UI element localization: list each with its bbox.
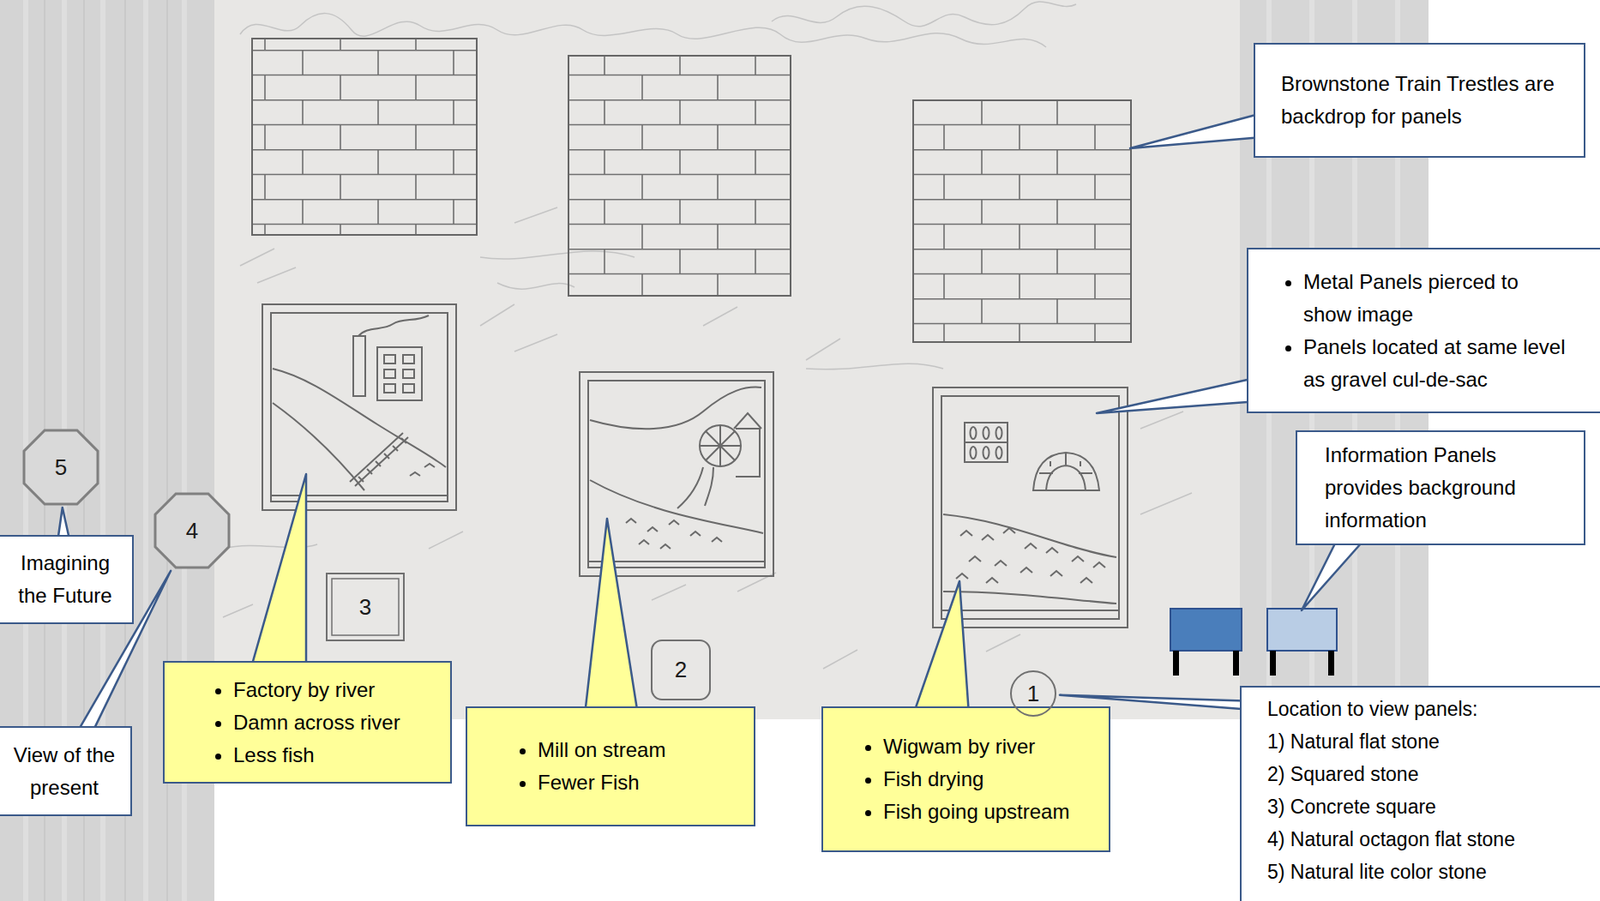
octagon-shape (24, 430, 98, 505)
note-callout: Factory by riverDamn across riverLess fi… (162, 661, 452, 784)
pencil-circle (1010, 671, 1056, 716)
bullet-list: Mill on streamFewer Fish (467, 733, 747, 800)
list-item: 5) Natural lite color stone (1267, 855, 1594, 889)
callout-box: Information Panels provides background i… (1295, 430, 1586, 546)
callout-number: 5 (54, 454, 67, 482)
callout-number: 2 (674, 656, 687, 684)
bullet-item: Less fish (233, 739, 444, 772)
bullet-text: Wigwam by river (883, 730, 1102, 764)
pencil-square (331, 578, 399, 636)
bullet-text: Metal Panels pierced to show image (1303, 265, 1568, 331)
bullet-item: Fish drying (883, 763, 1102, 796)
location-marker: 1 (1008, 668, 1059, 719)
pencil-square (651, 640, 710, 700)
callout-box: Imagining the Future (0, 535, 134, 625)
location-marker: 3 (324, 571, 407, 644)
callout-number: 1 (1027, 680, 1040, 708)
callout-heading: Location to view panels: (1267, 692, 1594, 726)
location-marker: 2 (649, 637, 713, 703)
callout-box: Metal Panels pierced to show imagePanels… (1246, 247, 1600, 414)
callout-text: Brownstone Train Trestles are backdrop f… (1281, 67, 1576, 133)
bullet-list: Wigwam by riverFish dryingFish going ups… (823, 730, 1102, 829)
bullet-item: Panels located at same level as gravel c… (1303, 330, 1568, 397)
pencil-square (326, 573, 404, 641)
callout-number: 4 (153, 492, 231, 570)
bullet-text: Factory by river (233, 673, 444, 707)
legend-box: Location to view panels:1) Natural flat … (1239, 685, 1600, 901)
callout-number: 3 (359, 594, 372, 621)
list-item: 1) Natural flat stone (1267, 725, 1594, 758)
bullet-item: Fewer Fish (537, 766, 747, 800)
bullet-item: Damn across river (233, 706, 444, 740)
list-item: 4) Natural octagon flat stone (1267, 823, 1594, 856)
bullet-list: Factory by riverDamn across riverLess fi… (164, 673, 444, 772)
bullet-text: Less fish (233, 739, 444, 772)
callout-box: Brownstone Train Trestles are backdrop f… (1253, 42, 1586, 158)
bullet-text: Fish going upstream (883, 795, 1102, 829)
list-item: 2) Squared stone (1267, 757, 1594, 791)
callout-text: Information Panels provides background i… (1324, 439, 1576, 537)
note-callout: Mill on streamFewer Fish (465, 706, 756, 827)
bullet-text: Panels located at same level as gravel c… (1303, 330, 1568, 397)
callout-text: Imagining the Future (8, 547, 122, 613)
bullet-item: Metal Panels pierced to show image (1303, 265, 1568, 331)
bullet-list: Metal Panels pierced to show imagePanels… (1248, 265, 1568, 397)
list-item: 3) Concrete square (1267, 790, 1594, 824)
callout-number: 4 (186, 517, 199, 545)
bullet-item: Fish going upstream (883, 795, 1102, 829)
callout-text: View of the present (8, 739, 121, 805)
callout-box: View of the present (0, 726, 133, 817)
note-callout: Wigwam by riverFish dryingFish going ups… (821, 706, 1111, 853)
bullet-text: Fish drying (883, 763, 1102, 796)
bullet-item: Mill on stream (537, 733, 747, 767)
octagon-shape (155, 493, 229, 568)
bullet-item: Wigwam by river (883, 730, 1102, 764)
bullet-item: Factory by river (233, 673, 444, 707)
callout-number: 5 (22, 428, 100, 506)
bullet-text: Mill on stream (537, 733, 747, 767)
bullet-text: Fewer Fish (537, 766, 747, 800)
bullet-text: Damn across river (233, 706, 444, 740)
